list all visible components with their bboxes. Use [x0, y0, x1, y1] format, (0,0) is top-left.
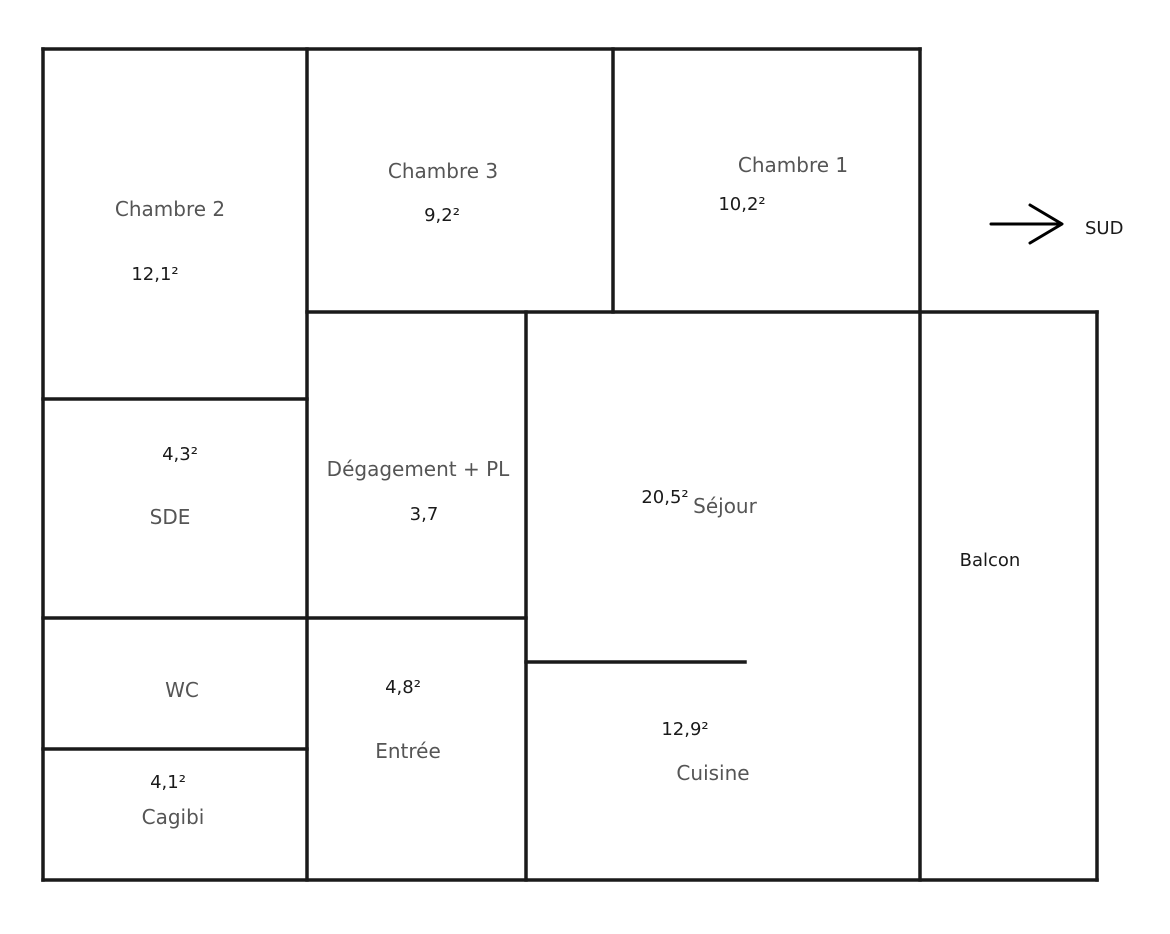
room-balcon: Balcon	[960, 550, 1021, 571]
room-name-entree: Entrée	[375, 739, 441, 763]
room-name-cuisine: Cuisine	[676, 761, 749, 785]
orientation-label: SUD	[1085, 218, 1123, 239]
room-area-cagibi: 4,1²	[150, 772, 186, 793]
room-name-sejour: Séjour	[693, 494, 757, 518]
room-name-wc: WC	[165, 678, 199, 702]
room-degagement: Dégagement + PL 3,7	[327, 457, 510, 525]
room-wc: WC	[165, 678, 199, 702]
room-area-sejour: 20,5²	[641, 487, 688, 508]
room-chambre2: Chambre 2 12,1²	[115, 197, 225, 285]
room-area-chambre2: 12,1²	[131, 264, 178, 285]
room-chambre3: Chambre 3 9,2²	[388, 159, 498, 226]
room-name-cagibi: Cagibi	[142, 805, 205, 829]
room-name-sde: SDE	[150, 505, 191, 529]
room-area-degagement: 3,7	[410, 504, 439, 525]
room-name-balcon: Balcon	[960, 550, 1021, 571]
room-cagibi: 4,1² Cagibi	[142, 772, 205, 829]
room-name-chambre3: Chambre 3	[388, 159, 498, 183]
room-cuisine: 12,9² Cuisine	[661, 719, 749, 785]
room-area-chambre1: 10,2²	[718, 194, 765, 215]
orientation: SUD	[989, 203, 1123, 245]
room-name-chambre1: Chambre 1	[738, 153, 848, 177]
room-area-cuisine: 12,9²	[661, 719, 708, 740]
room-area-sde: 4,3²	[162, 444, 198, 465]
room-area-chambre3: 9,2²	[424, 205, 460, 226]
room-name-chambre2: Chambre 2	[115, 197, 225, 221]
room-entree: 4,8² Entrée	[375, 677, 441, 763]
room-chambre1: Chambre 1 10,2²	[718, 153, 848, 215]
arrow-right-icon	[989, 203, 1064, 245]
room-name-degagement: Dégagement + PL	[327, 457, 510, 481]
room-area-entree: 4,8²	[385, 677, 421, 698]
room-sde: 4,3² SDE	[150, 444, 198, 529]
room-sejour: 20,5² Séjour	[641, 487, 757, 518]
walls	[41, 47, 1099, 882]
